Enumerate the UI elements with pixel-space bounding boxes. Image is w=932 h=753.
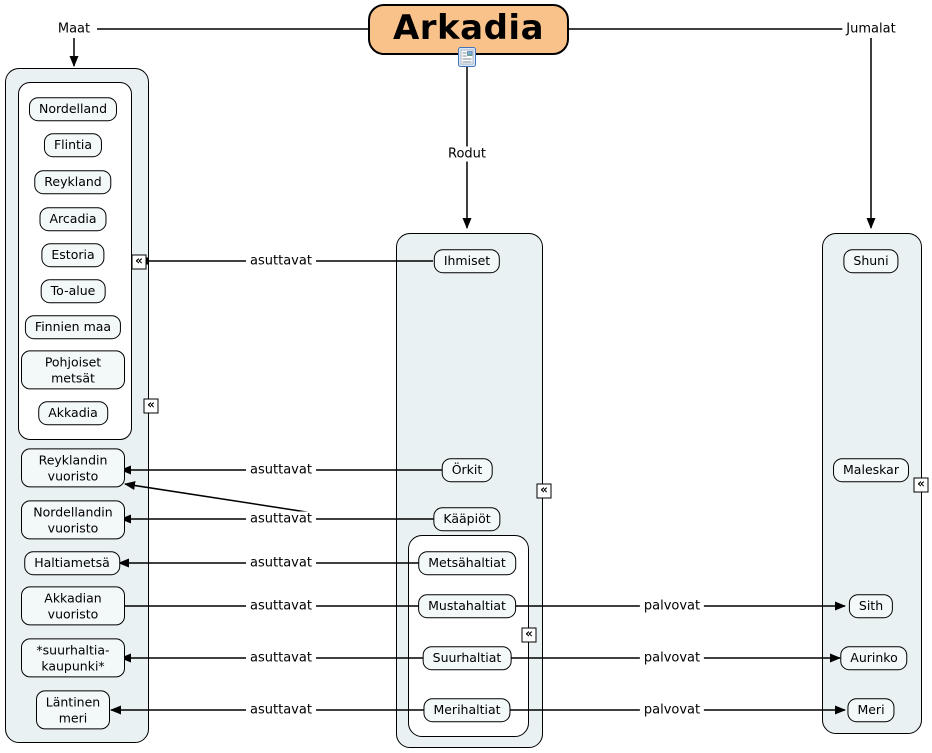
link-label-palvovat-aurinko[interactable]: palvovat <box>639 650 705 666</box>
concept-nordellandin-vuoristo[interactable]: Nordellandin vuoristo <box>21 500 125 540</box>
collapsed-links-icon-3[interactable]: « <box>536 483 552 499</box>
link-label-asuttavat-suurhaltiat[interactable]: asuttavat <box>246 650 316 666</box>
collapsed-links-icon-5[interactable]: « <box>913 477 929 493</box>
concept-akkadian-vuoristo[interactable]: Akkadian vuoristo <box>21 586 125 626</box>
concept-kaapiot[interactable]: Kääpiöt <box>433 507 501 531</box>
concept-maleskar[interactable]: Maleskar <box>833 458 909 482</box>
concept-haltiametsa[interactable]: Haltiametsä <box>24 551 120 575</box>
concept-lantinen-meri[interactable]: Läntinen meri <box>36 690 110 730</box>
link-label-jumalat[interactable]: Jumalat <box>842 21 900 37</box>
link-label-asuttavat-merihaltiat[interactable]: asuttavat <box>246 702 316 718</box>
collapsed-links-icon-1[interactable]: « <box>131 254 147 270</box>
concept-ihmiset[interactable]: Ihmiset <box>433 249 501 273</box>
link-label-asuttavat-kaapiot[interactable]: asuttavat <box>246 511 316 527</box>
concept-mustahaltiat[interactable]: Mustahaltiat <box>418 594 516 618</box>
concept-sith[interactable]: Sith <box>848 594 894 618</box>
link-label-palvovat-sith[interactable]: palvovat <box>639 598 705 614</box>
link-label-asuttavat-mustahaltiat[interactable]: asuttavat <box>246 598 316 614</box>
link-label-maat[interactable]: Maat <box>53 21 95 37</box>
concept-shuni[interactable]: Shuni <box>843 249 899 273</box>
concept-meri[interactable]: Meri <box>847 698 895 722</box>
concept-finnien-maa[interactable]: Finnien maa <box>24 315 122 339</box>
concept-to-alue[interactable]: To-alue <box>40 279 106 303</box>
concept-suurhaltia-kaupunki[interactable]: *suurhaltia-kaupunki* <box>21 638 125 678</box>
concept-orkit[interactable]: Örkit <box>441 458 493 482</box>
resource-icon[interactable] <box>458 47 476 71</box>
link-label-asuttavat-ihmiset[interactable]: asuttavat <box>246 253 316 269</box>
concept-suurhaltiat[interactable]: Suurhaltiat <box>422 646 512 670</box>
concept-pohjoiset-metsat[interactable]: Pohjoiset metsät <box>21 350 125 390</box>
collapsed-links-icon-2[interactable]: « <box>143 398 159 414</box>
concept-arcadia[interactable]: Arcadia <box>39 207 107 231</box>
concept-aurinko[interactable]: Aurinko <box>840 646 908 670</box>
collapsed-links-icon-4[interactable]: « <box>521 627 537 643</box>
concept-reyklandin-vuoristo[interactable]: Reyklandin vuoristo <box>21 448 125 488</box>
concept-merihaltiat[interactable]: Merihaltiat <box>423 698 511 722</box>
link-label-palvovat-meri[interactable]: palvovat <box>639 702 705 718</box>
edge-kaapiot-reyklandin <box>124 481 314 514</box>
concept-estoria[interactable]: Estoria <box>41 243 105 267</box>
concept-flintia[interactable]: Flintia <box>43 133 103 157</box>
link-label-rodut[interactable]: Rodut <box>444 146 490 162</box>
link-label-asuttavat-orkit[interactable]: asuttavat <box>246 462 316 478</box>
concept-akkadia[interactable]: Akkadia <box>38 401 108 425</box>
concept-reykland[interactable]: Reykland <box>34 170 112 194</box>
link-label-asuttavat-metsahaltiat[interactable]: asuttavat <box>246 555 316 571</box>
concept-metsahaltiat[interactable]: Metsähaltiat <box>418 551 516 575</box>
concept-nordelland[interactable]: Nordelland <box>28 97 118 121</box>
